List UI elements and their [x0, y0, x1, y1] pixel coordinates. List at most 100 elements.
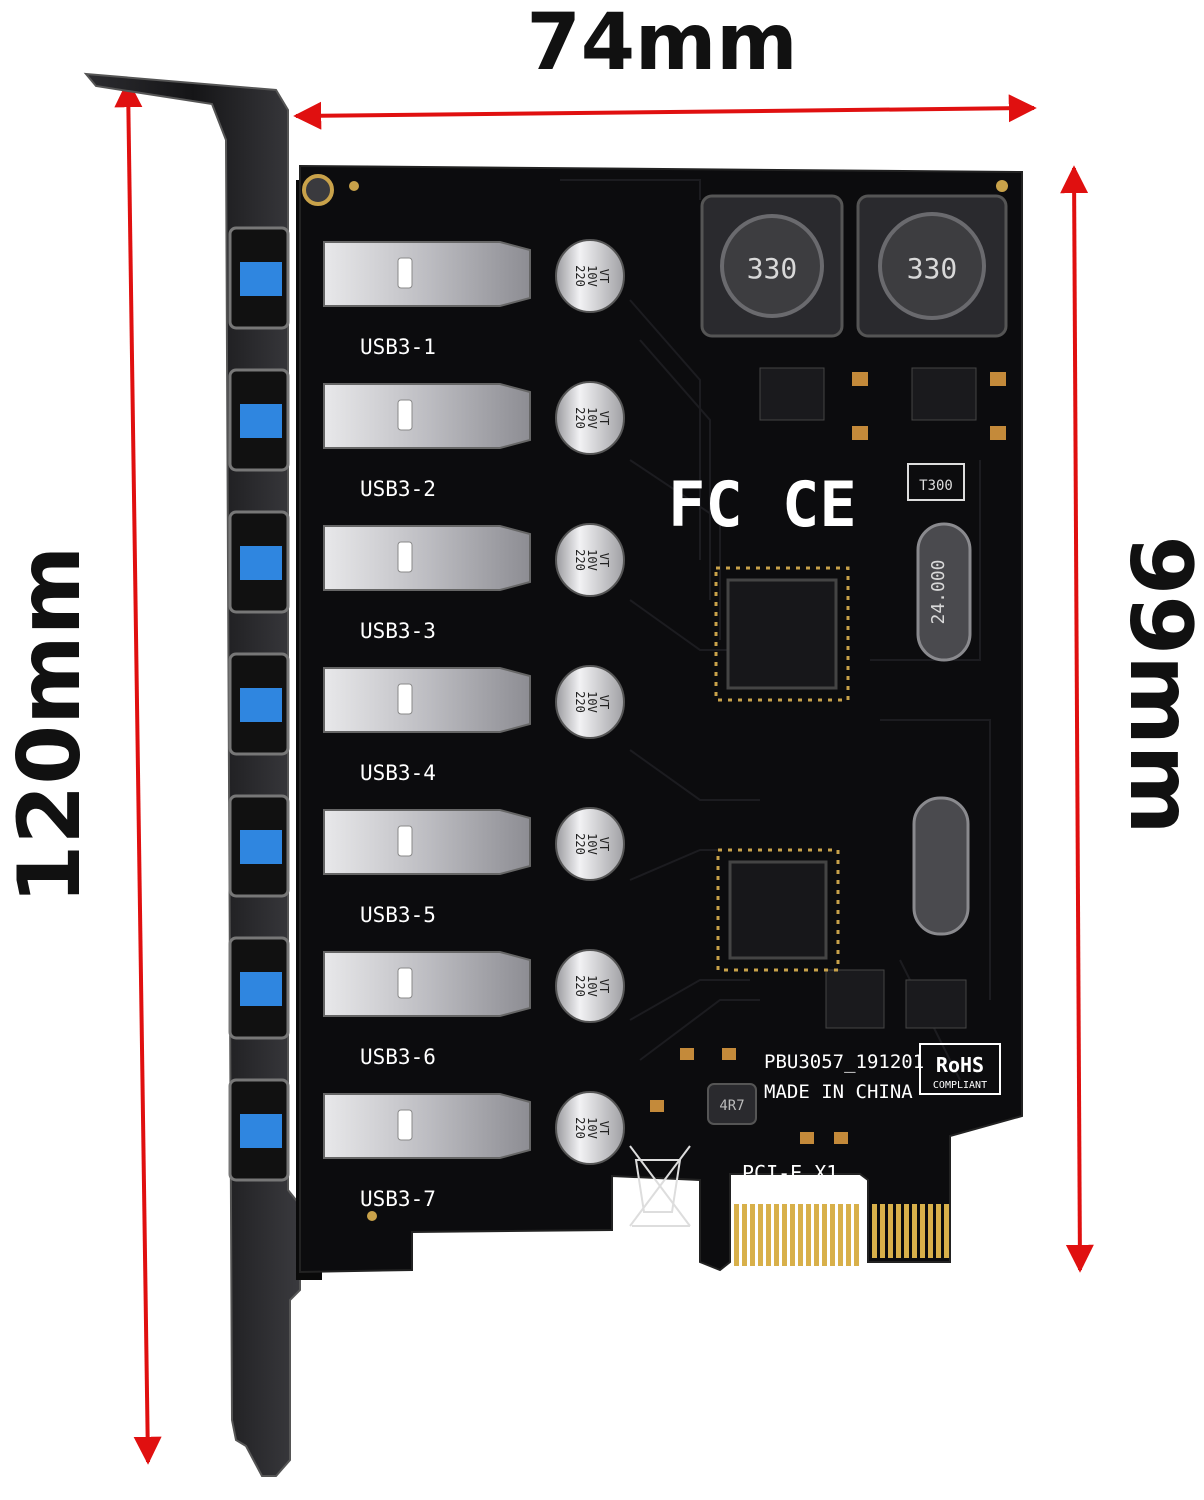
test-pad	[996, 180, 1008, 192]
gold-finger	[822, 1204, 827, 1266]
small-inductor	[707, 1083, 757, 1125]
gold-finger	[798, 1204, 803, 1266]
capacitor-marking: VT	[597, 411, 611, 425]
width-arrow	[293, 94, 1037, 130]
capacitor-marking: 220	[573, 691, 587, 713]
usb-connector-shell	[323, 525, 531, 591]
gold-finger	[936, 1204, 941, 1258]
rohs-label: RoHS	[936, 1053, 984, 1077]
origin-text: MADE IN CHINA	[764, 1081, 913, 1103]
gold-finger	[774, 1204, 779, 1266]
gold-finger	[846, 1204, 851, 1266]
capacitor-marking: 220	[573, 975, 587, 997]
connector-latch	[397, 257, 413, 289]
capacitor-marking: VT	[597, 553, 611, 567]
inductor-label: 330	[747, 252, 798, 285]
regulator-chips	[759, 367, 977, 1029]
usb-connector-shell	[323, 809, 531, 875]
usb-blue-insert	[240, 404, 282, 438]
capacitor-marking: 220	[573, 1117, 587, 1139]
gold-finger	[734, 1204, 739, 1266]
usb-port-label: USB3-3	[360, 619, 436, 643]
capacitor-marking: VT	[597, 1121, 611, 1135]
gold-finger	[750, 1204, 755, 1266]
board-marking: T300	[919, 478, 953, 494]
usb-port-label: USB3-2	[360, 477, 436, 501]
capacitor-marking: VT	[597, 269, 611, 283]
pcie-gold-contacts	[734, 1204, 949, 1266]
gold-finger	[838, 1204, 843, 1266]
gold-finger	[758, 1204, 763, 1266]
connector-latch	[397, 541, 413, 573]
gold-finger	[766, 1204, 771, 1266]
test-pad	[367, 1211, 377, 1221]
marking-box	[907, 463, 965, 501]
small-inductor-label: 4R7	[719, 1098, 744, 1114]
smd-components	[650, 372, 1006, 1144]
capacitor-marking: 10V	[585, 265, 599, 287]
capacitor-marking: 10V	[585, 1117, 599, 1139]
usb-connector-shell	[323, 1093, 531, 1159]
gold-finger	[782, 1204, 787, 1266]
crystal-oscillator-2	[912, 796, 970, 936]
usb-connector-shell	[323, 951, 531, 1017]
usb-port-label: USB3-1	[360, 335, 436, 359]
usb-blue-insert	[240, 262, 282, 296]
height-arrow	[114, 79, 162, 1465]
usb-port-label: USB3-7	[360, 1187, 436, 1211]
usb-port-label: USB3-4	[360, 761, 436, 785]
gold-finger	[830, 1204, 835, 1266]
capacitor-marking: 220	[573, 407, 587, 429]
capacitor-marking: 10V	[585, 549, 599, 571]
usb-blue-insert	[240, 688, 282, 722]
crystal-oscillator-1: 24.000	[916, 522, 972, 662]
inductor-2: 330	[856, 194, 1008, 338]
gold-finger	[806, 1204, 811, 1266]
capacitor-marking: 10V	[585, 975, 599, 997]
capacitor-marking: VT	[597, 979, 611, 993]
connector-latch	[397, 825, 413, 857]
usb-hub-chip-2	[716, 848, 840, 972]
fcc-logo: FC	[668, 468, 743, 541]
connector-latch	[397, 399, 413, 431]
mounting-hole	[302, 174, 334, 206]
gold-finger	[888, 1204, 893, 1258]
connector-latch	[397, 1109, 413, 1141]
capacitor-marking: 220	[573, 549, 587, 571]
board-height-arrow	[1060, 165, 1094, 1273]
rohs-sublabel: COMPLIANT	[933, 1080, 987, 1091]
usb-blue-insert	[240, 546, 282, 580]
gold-finger	[904, 1204, 909, 1258]
weee-bin-icon	[629, 1145, 691, 1227]
gold-finger	[920, 1204, 925, 1258]
width-dimension-label: 74mm	[526, 0, 798, 88]
usb-connector-shell	[323, 383, 531, 449]
capacitor-marking: 10V	[585, 833, 599, 855]
usb-port-row: 22010VVTUSB3-122010VVTUSB3-222010VVTUSB3…	[228, 226, 625, 1211]
usb-port-label: USB3-6	[360, 1045, 436, 1069]
model-number: PBU3057_191201	[764, 1051, 924, 1073]
capacitor-marking: 10V	[585, 691, 599, 713]
gold-finger	[814, 1204, 819, 1266]
connector-latch	[397, 967, 413, 999]
gold-finger	[880, 1204, 885, 1258]
gold-finger	[854, 1204, 859, 1266]
usb-controller-chip-1	[714, 566, 850, 702]
usb-blue-insert	[240, 830, 282, 864]
usb-blue-insert	[240, 972, 282, 1006]
